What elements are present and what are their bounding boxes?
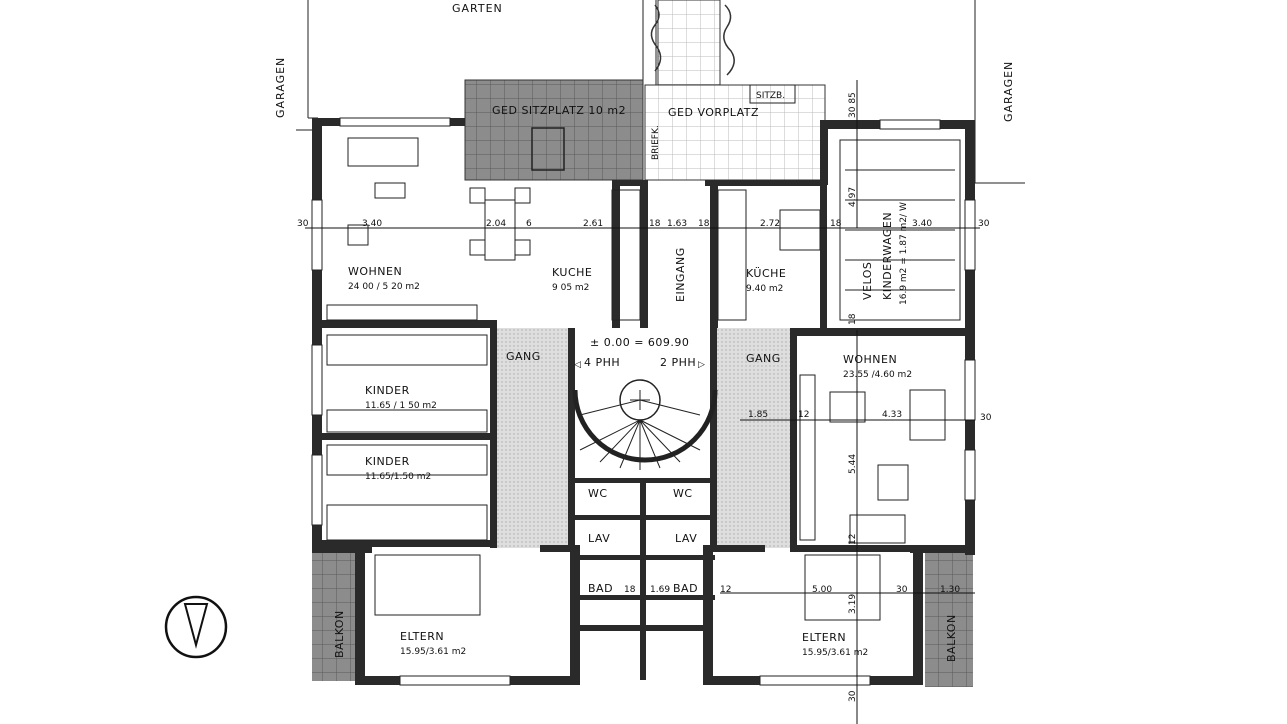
dim-12a: 12 bbox=[798, 410, 809, 420]
right-units-label: 2 PHH bbox=[660, 356, 696, 369]
right-living-area: 23.55 /4.60 m2 bbox=[843, 370, 912, 380]
bath-right-label: BAD bbox=[673, 582, 698, 595]
dim-130: 1.30 bbox=[940, 585, 960, 595]
garages-left-label: GARAGEN bbox=[274, 57, 287, 118]
left-kitchen-name: KUCHE bbox=[552, 266, 592, 279]
dim-30-left: 30 bbox=[297, 219, 309, 229]
dim-204: 2.04 bbox=[486, 219, 506, 229]
wc-left-label: WC bbox=[588, 487, 608, 500]
dim-12b: 12 bbox=[720, 585, 731, 595]
dim-6: 6 bbox=[526, 219, 532, 229]
dim-261: 2.61 bbox=[583, 219, 603, 229]
parents-left-area: 15.95/3.61 m2 bbox=[400, 647, 466, 657]
bench bbox=[749, 84, 796, 104]
child1-name: KINDER bbox=[365, 384, 410, 397]
arrow-left-icon: ◁ bbox=[574, 360, 581, 370]
bike-room-name2: KINDERWAGEN bbox=[881, 212, 894, 300]
balcony-right-label: BALKON bbox=[945, 614, 958, 662]
dim-272: 2.72 bbox=[760, 219, 780, 229]
dim-3085: 30 85 bbox=[848, 92, 858, 118]
child1-area: 11.65 / 1 50 m2 bbox=[365, 401, 437, 411]
dim-163: 1.63 bbox=[667, 219, 687, 229]
covered-seating-label: GED SITZPLATZ 10 m2 bbox=[492, 104, 626, 117]
lav-right-label: LAV bbox=[675, 532, 697, 545]
dim-433: 4.33 bbox=[882, 410, 902, 420]
lav-left-label: LAV bbox=[588, 532, 610, 545]
parents-left-name: ELTERN bbox=[400, 630, 444, 643]
left-unit-furniture bbox=[326, 137, 641, 616]
dim-319: 3.19 bbox=[848, 594, 858, 614]
dim-18c: 18 bbox=[830, 219, 842, 229]
covered-seating-table bbox=[531, 127, 565, 171]
level-label: ± 0.00 = 609.90 bbox=[590, 336, 689, 349]
arrow-right-icon: ▷ bbox=[698, 360, 705, 370]
covered-forecourt-area bbox=[644, 84, 826, 181]
right-unit-furniture bbox=[717, 139, 961, 621]
right-corridor-fill bbox=[715, 328, 795, 548]
garages-right-label: GARAGEN bbox=[1002, 61, 1015, 122]
covered-forecourt-label: GED VORPLATZ bbox=[668, 106, 759, 119]
child2-name: KINDER bbox=[365, 455, 410, 468]
parents-right-area: 15.95/3.61 m2 bbox=[802, 648, 868, 658]
dim-30-r2: 30 bbox=[980, 413, 992, 423]
left-living-name: WOHNEN bbox=[348, 265, 402, 278]
dim-18b: 18 bbox=[698, 219, 710, 229]
dimension-lines bbox=[305, 80, 980, 724]
dim-185: 1.85 bbox=[748, 410, 768, 420]
right-living-name: WOHNEN bbox=[843, 353, 897, 366]
dim-544: 5.44 bbox=[848, 454, 858, 474]
garden-label: GARTEN bbox=[452, 2, 503, 15]
right-kitchen-area: 9.40 m2 bbox=[746, 284, 783, 294]
right-kitchen-name: KÜCHE bbox=[746, 267, 786, 280]
wc-right-label: WC bbox=[673, 487, 693, 500]
bike-room-area: 16.9 m2 = 1.87 m2/ W bbox=[899, 202, 909, 305]
dim-497: 4.97 bbox=[848, 187, 858, 207]
child2-area: 11.65/1.50 m2 bbox=[365, 472, 431, 482]
balcony-left-label: BALKON bbox=[333, 610, 346, 658]
dim-30-right: 30 bbox=[978, 219, 990, 229]
entrance-label: EINGANG bbox=[674, 247, 687, 302]
north-arrow-icon bbox=[164, 595, 228, 659]
left-living-area: 24 00 / 5 20 m2 bbox=[348, 282, 420, 292]
dim-18a: 18 bbox=[649, 219, 661, 229]
left-kitchen-area: 9 05 m2 bbox=[552, 283, 589, 293]
bike-room-name: VELOS bbox=[861, 262, 874, 300]
left-units-label: 4 PHH bbox=[584, 356, 620, 369]
left-balcony-fill bbox=[312, 553, 356, 681]
dim-18d: 18 bbox=[624, 585, 636, 595]
left-corridor-fill bbox=[495, 328, 570, 548]
bath-left-label: BAD bbox=[588, 582, 613, 595]
dim-340-left: 3.40 bbox=[362, 219, 382, 229]
dim-30-bottom: 30 bbox=[848, 690, 858, 702]
right-corridor-label: GANG bbox=[746, 352, 781, 365]
dim-12v: 12 bbox=[848, 534, 858, 545]
dim-500: 5.00 bbox=[812, 585, 832, 595]
staircase bbox=[572, 379, 718, 470]
dim-18v: 18 bbox=[848, 313, 858, 325]
covered-seating-area bbox=[464, 79, 644, 181]
dim-340-right: 3.40 bbox=[912, 219, 932, 229]
dim-169: 1.69 bbox=[650, 585, 670, 595]
interior-walls bbox=[322, 180, 970, 680]
bench-label: SITZB. bbox=[756, 91, 785, 101]
right-balcony-fill bbox=[925, 553, 973, 687]
left-corridor-label: GANG bbox=[506, 350, 541, 363]
windows bbox=[311, 117, 976, 686]
parents-right-name: ELTERN bbox=[802, 631, 846, 644]
garden-steps bbox=[650, 0, 735, 86]
dim-30-r3: 30 bbox=[896, 585, 908, 595]
mailbox-label: BRIEFK. bbox=[651, 125, 661, 160]
